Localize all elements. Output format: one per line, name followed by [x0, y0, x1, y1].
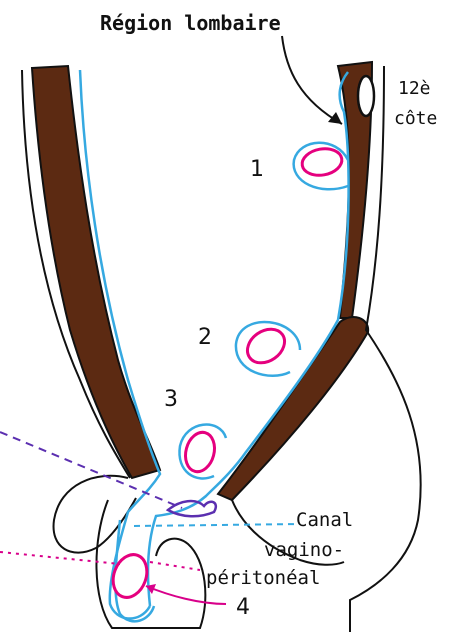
rib-12 [358, 76, 374, 116]
stage-number-3: 3 [164, 387, 178, 412]
canal-label-line3: péritonéal [206, 567, 320, 589]
stage-number-4: 4 [236, 595, 250, 620]
region-label: Région lombaire [100, 11, 281, 35]
gonad-stage-1 [300, 146, 344, 179]
penis-outline [54, 476, 136, 553]
gonad-stage-2 [241, 322, 291, 370]
gonad-stage-3 [181, 429, 218, 475]
canal-label-line1: Canal [296, 509, 353, 531]
diagonal-muscle-band [218, 317, 368, 500]
gonad-stage-4 [107, 550, 152, 602]
stage-number-2: 2 [198, 325, 212, 350]
rib-label-line1: 12è [398, 78, 431, 99]
canal-label-line2: vagino- [264, 539, 344, 561]
purple-structure [168, 501, 216, 516]
magenta-dotted-line-right [150, 562, 200, 570]
rib-label-line2: côte [394, 108, 437, 129]
blue-dashed-line [134, 524, 300, 526]
region-arrow [282, 36, 342, 124]
region-arrowhead [328, 112, 342, 124]
stage-number-1: 1 [250, 157, 264, 182]
magenta-dotted-line [0, 552, 120, 564]
